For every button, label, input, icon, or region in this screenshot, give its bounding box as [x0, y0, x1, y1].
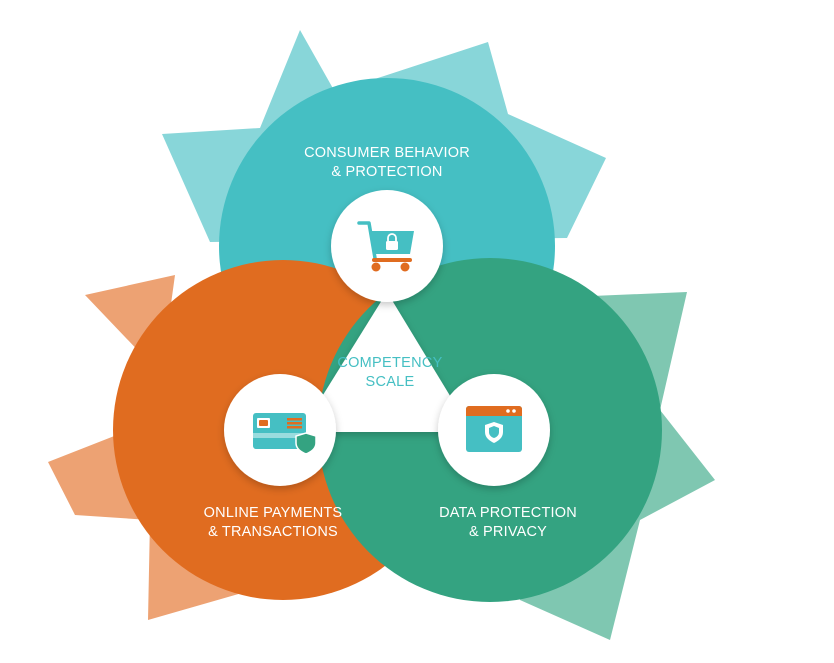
competency-scale-label: COMPETENCY SCALE — [300, 354, 480, 392]
competency-scale-triangle — [300, 292, 472, 432]
online-payments-title-line1: ONLINE PAYMENTS — [203, 505, 343, 521]
consumer-behavior-label: CONSUMER BEHAVIOR & PROTECTION — [287, 144, 487, 182]
data-protection-title-line1: DATA PROTECTION — [439, 505, 577, 521]
consumer-behavior-title-line1: CONSUMER BEHAVIOR — [304, 145, 470, 161]
competency-scale-line1: COMPETENCY — [337, 355, 443, 371]
data-protection-label: DATA PROTECTION & PRIVACY — [408, 504, 608, 542]
data-protection-title-line2: & PRIVACY — [468, 524, 548, 540]
competency-scale-line2: SCALE — [365, 374, 415, 390]
online-payments-title-line2: & TRANSACTIONS — [208, 524, 338, 540]
online-payments-label: ONLINE PAYMENTS & TRANSACTIONS — [173, 504, 373, 542]
consumer-behavior-title-line2: & PROTECTION — [331, 164, 443, 180]
credit-card-shield-icon — [253, 413, 317, 455]
browser-shield-icon — [466, 406, 522, 452]
shopping-cart-lock-icon — [357, 221, 414, 272]
